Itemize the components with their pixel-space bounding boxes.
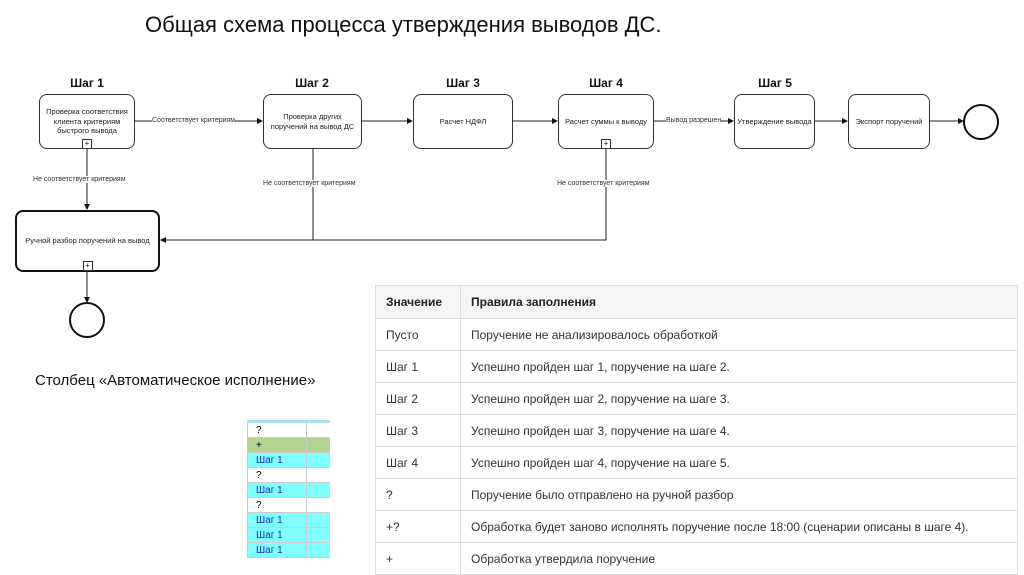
step-label: Шаг 1 bbox=[70, 76, 104, 90]
step-label: Шаг 2 bbox=[295, 76, 329, 90]
value-cell: Шаг 2 bbox=[375, 382, 461, 415]
cell: ? bbox=[247, 468, 330, 483]
cell: + bbox=[247, 438, 330, 453]
cell: Шаг 1 bbox=[247, 483, 330, 498]
cell: Шаг 1 bbox=[247, 528, 330, 543]
value-cell: ? bbox=[375, 478, 461, 511]
value-cell: +? bbox=[375, 510, 461, 543]
header-cell: Правила заполнения bbox=[460, 285, 1018, 319]
rule-cell: Обработка будет заново исполнять поручен… bbox=[460, 510, 1018, 543]
task-check-client: Проверка соответствия клиента критериям … bbox=[39, 94, 135, 149]
rule-cell: Поручение было отправлено на ручной разб… bbox=[460, 478, 1018, 511]
cell: Шаг 1 bbox=[247, 453, 330, 468]
table-row: +?Обработка будет заново исполнять поруч… bbox=[375, 510, 1018, 543]
expand-icon: + bbox=[82, 261, 93, 271]
task-approve: Утверждение вывода bbox=[734, 94, 815, 149]
task-label: Экспорт поручений bbox=[855, 116, 923, 126]
task-check-other: Проверка других поручений на вывод ДС bbox=[263, 94, 362, 149]
value-cell: Шаг 4 bbox=[375, 446, 461, 479]
rule-cell: Обработка утвердила поручение bbox=[460, 542, 1018, 575]
expand-icon: + bbox=[82, 139, 92, 149]
task-label: Проверка соответствия клиента критериям … bbox=[46, 107, 128, 136]
rule-cell: Успешно пройден шаг 2, поручение на шаге… bbox=[460, 382, 1018, 415]
task-export: Экспорт поручений bbox=[848, 94, 930, 149]
cell: ? bbox=[247, 498, 330, 513]
value-cell: Шаг 3 bbox=[375, 414, 461, 447]
cell: Шаг 1 bbox=[247, 513, 330, 528]
task-label: Расчет НДФЛ bbox=[439, 116, 487, 126]
rule-cell: Поручение не анализировалось обработкой bbox=[460, 318, 1018, 351]
step-label: Шаг 3 bbox=[446, 76, 480, 90]
task-label: Проверка других поручений на вывод ДС bbox=[270, 112, 355, 131]
edge-label: Не соответствует критериям bbox=[33, 176, 126, 183]
edge-label: Вывод разрешен bbox=[666, 117, 722, 124]
task-manual: Ручной разбор поручений на вывод + bbox=[15, 210, 160, 272]
cell: Шаг 1 bbox=[247, 543, 330, 558]
rule-cell: Успешно пройден шаг 4, поручение на шаге… bbox=[460, 446, 1018, 479]
header-cell: Значение bbox=[375, 285, 461, 319]
table-row: ?Поручение было отправлено на ручной раз… bbox=[375, 478, 1018, 511]
cell: ? bbox=[247, 423, 330, 438]
step-label: Шаг 5 bbox=[758, 76, 792, 90]
rule-cell: Успешно пройден шаг 1, поручение на шаге… bbox=[460, 350, 1018, 383]
edge-label: Не соответствует критериям bbox=[557, 180, 650, 187]
end-event-icon bbox=[69, 302, 105, 338]
task-sum: Расчет суммы к выводу + bbox=[558, 94, 654, 149]
end-event-icon bbox=[963, 104, 999, 140]
auto-execution-column: ? + Шаг 1 ? Шаг 1 ? Шаг 1 Шаг 1 Шаг 1 bbox=[247, 420, 330, 558]
table-row: +Обработка утвердила поручение bbox=[375, 542, 1018, 575]
value-cell: + bbox=[375, 542, 461, 575]
task-label: Расчет суммы к выводу bbox=[565, 116, 647, 126]
page-title: Общая схема процесса утверждения выводов… bbox=[145, 12, 662, 37]
value-cell: Шаг 1 bbox=[375, 350, 461, 383]
value-cell: Пусто bbox=[375, 318, 461, 351]
task-ndfl: Расчет НДФЛ bbox=[413, 94, 513, 149]
edge-label: Не соответствует критериям bbox=[263, 180, 356, 187]
task-label: Ручной разбор поручений на вывод bbox=[25, 236, 150, 246]
step-label: Шаг 4 bbox=[589, 76, 623, 90]
task-label: Утверждение вывода bbox=[737, 116, 812, 126]
edge-label: Соответствует критериям bbox=[152, 117, 236, 124]
subtitle: Столбец «Автоматическое исполнение» bbox=[35, 372, 316, 389]
expand-icon: + bbox=[601, 139, 611, 149]
rule-cell: Успешно пройден шаг 3, поручение на шаге… bbox=[460, 414, 1018, 447]
